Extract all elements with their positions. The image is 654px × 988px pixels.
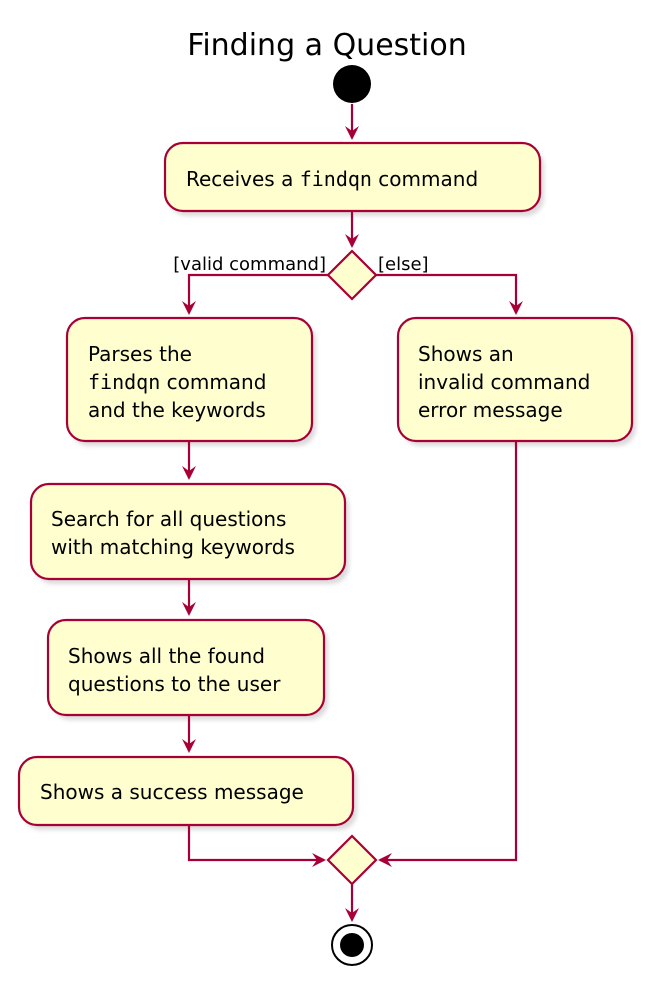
activity-show-found-label-1: Shows all the found	[68, 644, 265, 668]
activity-parse-label-1: Parses the	[88, 342, 192, 366]
edge-decision-to-parse	[182, 273, 328, 315]
activity-search-label-2: with matching keywords	[51, 535, 295, 559]
activity-search-label-1: Search for all questions	[51, 507, 286, 531]
activity-search: Search for all questions with matching k…	[29, 482, 349, 584]
activity-receive-label: Receives a findqn command	[186, 167, 478, 191]
edge-decision-to-invalid	[376, 273, 523, 315]
activity-parse-command: Parses the findqn command and the keywor…	[65, 316, 316, 446]
activity-invalid-label-2: invalid command	[418, 370, 590, 394]
end-node	[331, 924, 373, 966]
guard-else: [else]	[378, 254, 429, 275]
decision-node	[326, 249, 378, 301]
diagram-title: Finding a Question	[187, 28, 467, 63]
activity-receive-command: Receives a findqn command	[163, 141, 544, 216]
activity-show-found-label-2: questions to the user	[68, 672, 281, 696]
activity-invalid-message: Shows an invalid command error message	[396, 316, 636, 446]
activity-success-label: Shows a success message	[40, 780, 304, 804]
activity-invalid-label-1: Shows an	[418, 342, 514, 366]
activity-parse-label-3: and the keywords	[88, 398, 266, 422]
activity-invalid-label-3: error message	[418, 398, 563, 422]
activity-success: Shows a success message	[17, 755, 357, 830]
guard-valid-command: [valid command]	[173, 254, 326, 275]
start-node	[333, 65, 371, 103]
activity-parse-label-2: findqn command	[88, 370, 266, 394]
merge-node	[326, 834, 378, 886]
edge-invalid-to-merge	[378, 441, 518, 867]
activity-show-found: Shows all the found questions to the use…	[46, 618, 328, 720]
edge-success-to-merge	[187, 825, 326, 867]
